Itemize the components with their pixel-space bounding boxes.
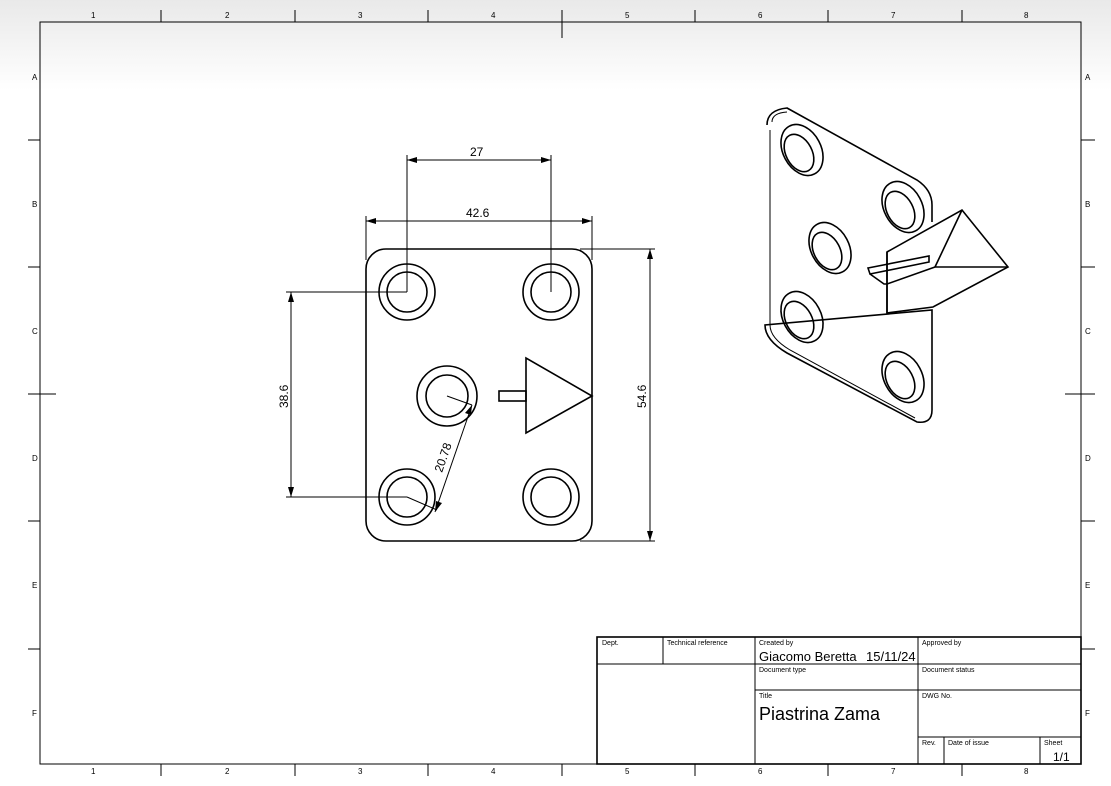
wedge-iso bbox=[866, 208, 1010, 314]
hole-iso bbox=[780, 123, 824, 177]
hole-iso bbox=[808, 221, 852, 275]
isometric-view bbox=[764, 107, 1010, 424]
svg-text:38.6: 38.6 bbox=[277, 384, 291, 408]
approved-by-label: Approved by bbox=[922, 640, 962, 647]
drawing-title: Piastrina Zama bbox=[759, 704, 881, 724]
row-label: F bbox=[1085, 709, 1090, 718]
tech-ref-label: Technical reference bbox=[667, 640, 728, 647]
created-date: 15/11/24 bbox=[866, 649, 916, 664]
doc-status-label: Document status bbox=[922, 667, 975, 674]
row-label: B bbox=[1085, 200, 1090, 209]
row-label: B bbox=[32, 200, 37, 209]
hole-iso bbox=[881, 350, 925, 404]
dimension-38-6: 38.6 bbox=[277, 291, 407, 498]
column-label: 6 bbox=[758, 11, 763, 20]
dimension-20-78: 20.78 bbox=[406, 395, 473, 513]
dimension-54-6: 54.6 bbox=[580, 248, 655, 542]
plate-outline-iso bbox=[764, 107, 933, 424]
column-label: 2 bbox=[225, 767, 230, 776]
dept-label: Dept. bbox=[602, 640, 619, 647]
sheet-label: Sheet bbox=[1044, 740, 1062, 747]
column-label: 4 bbox=[491, 11, 496, 20]
column-label: 8 bbox=[1024, 767, 1029, 776]
created-by-label: Created by bbox=[759, 640, 794, 647]
column-label: 6 bbox=[758, 767, 763, 776]
column-label: 1 bbox=[91, 11, 96, 20]
column-label: 8 bbox=[1024, 11, 1029, 20]
row-label: F bbox=[32, 709, 37, 718]
hole-iso bbox=[881, 180, 925, 234]
plate-outline bbox=[365, 248, 593, 542]
row-label: D bbox=[1085, 454, 1091, 463]
rib-outline bbox=[498, 390, 527, 402]
row-label: D bbox=[32, 454, 38, 463]
created-by: Giacomo Beretta bbox=[759, 649, 857, 664]
row-label: E bbox=[1085, 581, 1090, 590]
title-label: Title bbox=[759, 693, 772, 700]
hole bbox=[522, 468, 580, 526]
wedge-outline bbox=[525, 356, 594, 435]
column-label: 3 bbox=[358, 11, 363, 20]
svg-text:54.6: 54.6 bbox=[635, 384, 649, 408]
column-label: 7 bbox=[891, 11, 896, 20]
column-label: 5 bbox=[625, 11, 630, 20]
row-label: A bbox=[32, 73, 38, 82]
column-label: 7 bbox=[891, 767, 896, 776]
svg-text:42.6: 42.6 bbox=[466, 206, 490, 220]
column-label: 4 bbox=[491, 767, 496, 776]
doc-type-label: Document type bbox=[759, 667, 806, 674]
column-label: 1 bbox=[91, 767, 96, 776]
title-block: Dept. Technical reference Created by Gia… bbox=[596, 636, 1082, 765]
row-label: C bbox=[32, 327, 38, 336]
dimensions: 27 42.6 54.6 38.6 20.78 bbox=[277, 145, 655, 542]
sheet-frame: 1 1 2 2 3 3 4 4 5 5 6 6 7 7 8 8 A A B B C C D D E E F F bbox=[28, 10, 1095, 776]
hole bbox=[416, 365, 478, 427]
rev-label: Rev. bbox=[922, 740, 936, 747]
dimension-27: 27 bbox=[406, 145, 552, 292]
dwg-no-label: DWG No. bbox=[922, 693, 952, 700]
column-label: 3 bbox=[358, 767, 363, 776]
svg-text:27: 27 bbox=[470, 145, 484, 159]
svg-text:20.78: 20.78 bbox=[432, 441, 455, 474]
hole-iso bbox=[780, 290, 824, 344]
row-label: A bbox=[1085, 73, 1091, 82]
column-label: 2 bbox=[225, 11, 230, 20]
row-label: E bbox=[32, 581, 37, 590]
date-of-issue-label: Date of issue bbox=[948, 740, 989, 747]
dimension-42-6: 42.6 bbox=[365, 206, 593, 260]
row-label: C bbox=[1085, 327, 1091, 336]
sheet-number: 1/1 bbox=[1053, 750, 1070, 764]
column-label: 5 bbox=[625, 767, 630, 776]
